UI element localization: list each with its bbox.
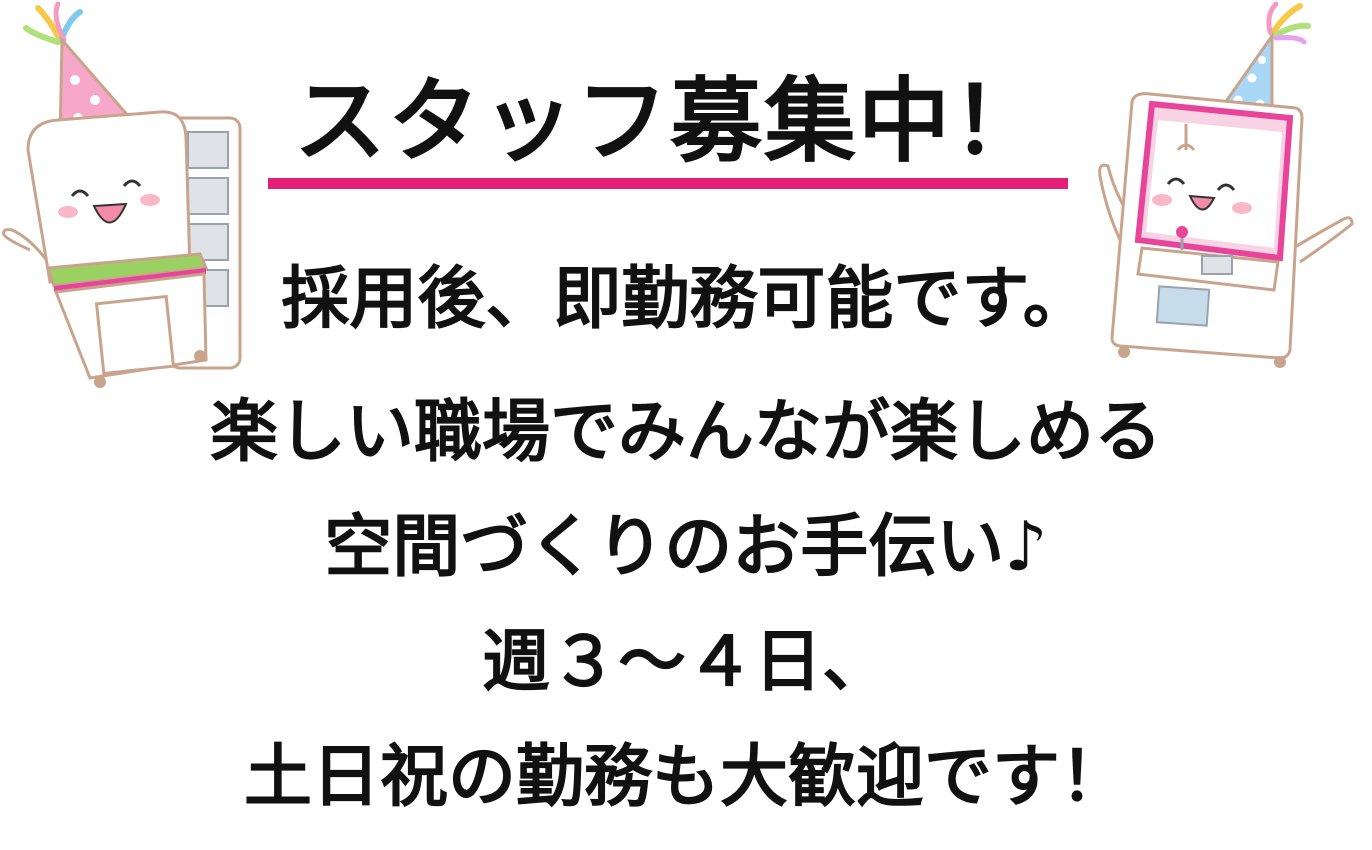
body-line-3: 空間づくりのお手伝い♪	[324, 508, 1048, 587]
body-line-4: 週３～４日、	[481, 623, 890, 702]
body-line-5: 土日祝の勤務も大歓迎です！	[243, 738, 1128, 817]
party-streamers-right	[1266, 1, 1311, 45]
game-machine-mascot-left	[2, 1, 242, 388]
body-line-1: 採用後、即勤務可能です。	[281, 260, 1091, 339]
crane-machine-mascot-right	[1098, 1, 1354, 368]
body-line-2: 楽しい職場でみんなが楽しめる	[209, 393, 1162, 472]
title-underline	[268, 178, 1068, 189]
party-streamers-left	[23, 1, 83, 45]
page-title: スタッフ募集中！	[293, 68, 1046, 175]
